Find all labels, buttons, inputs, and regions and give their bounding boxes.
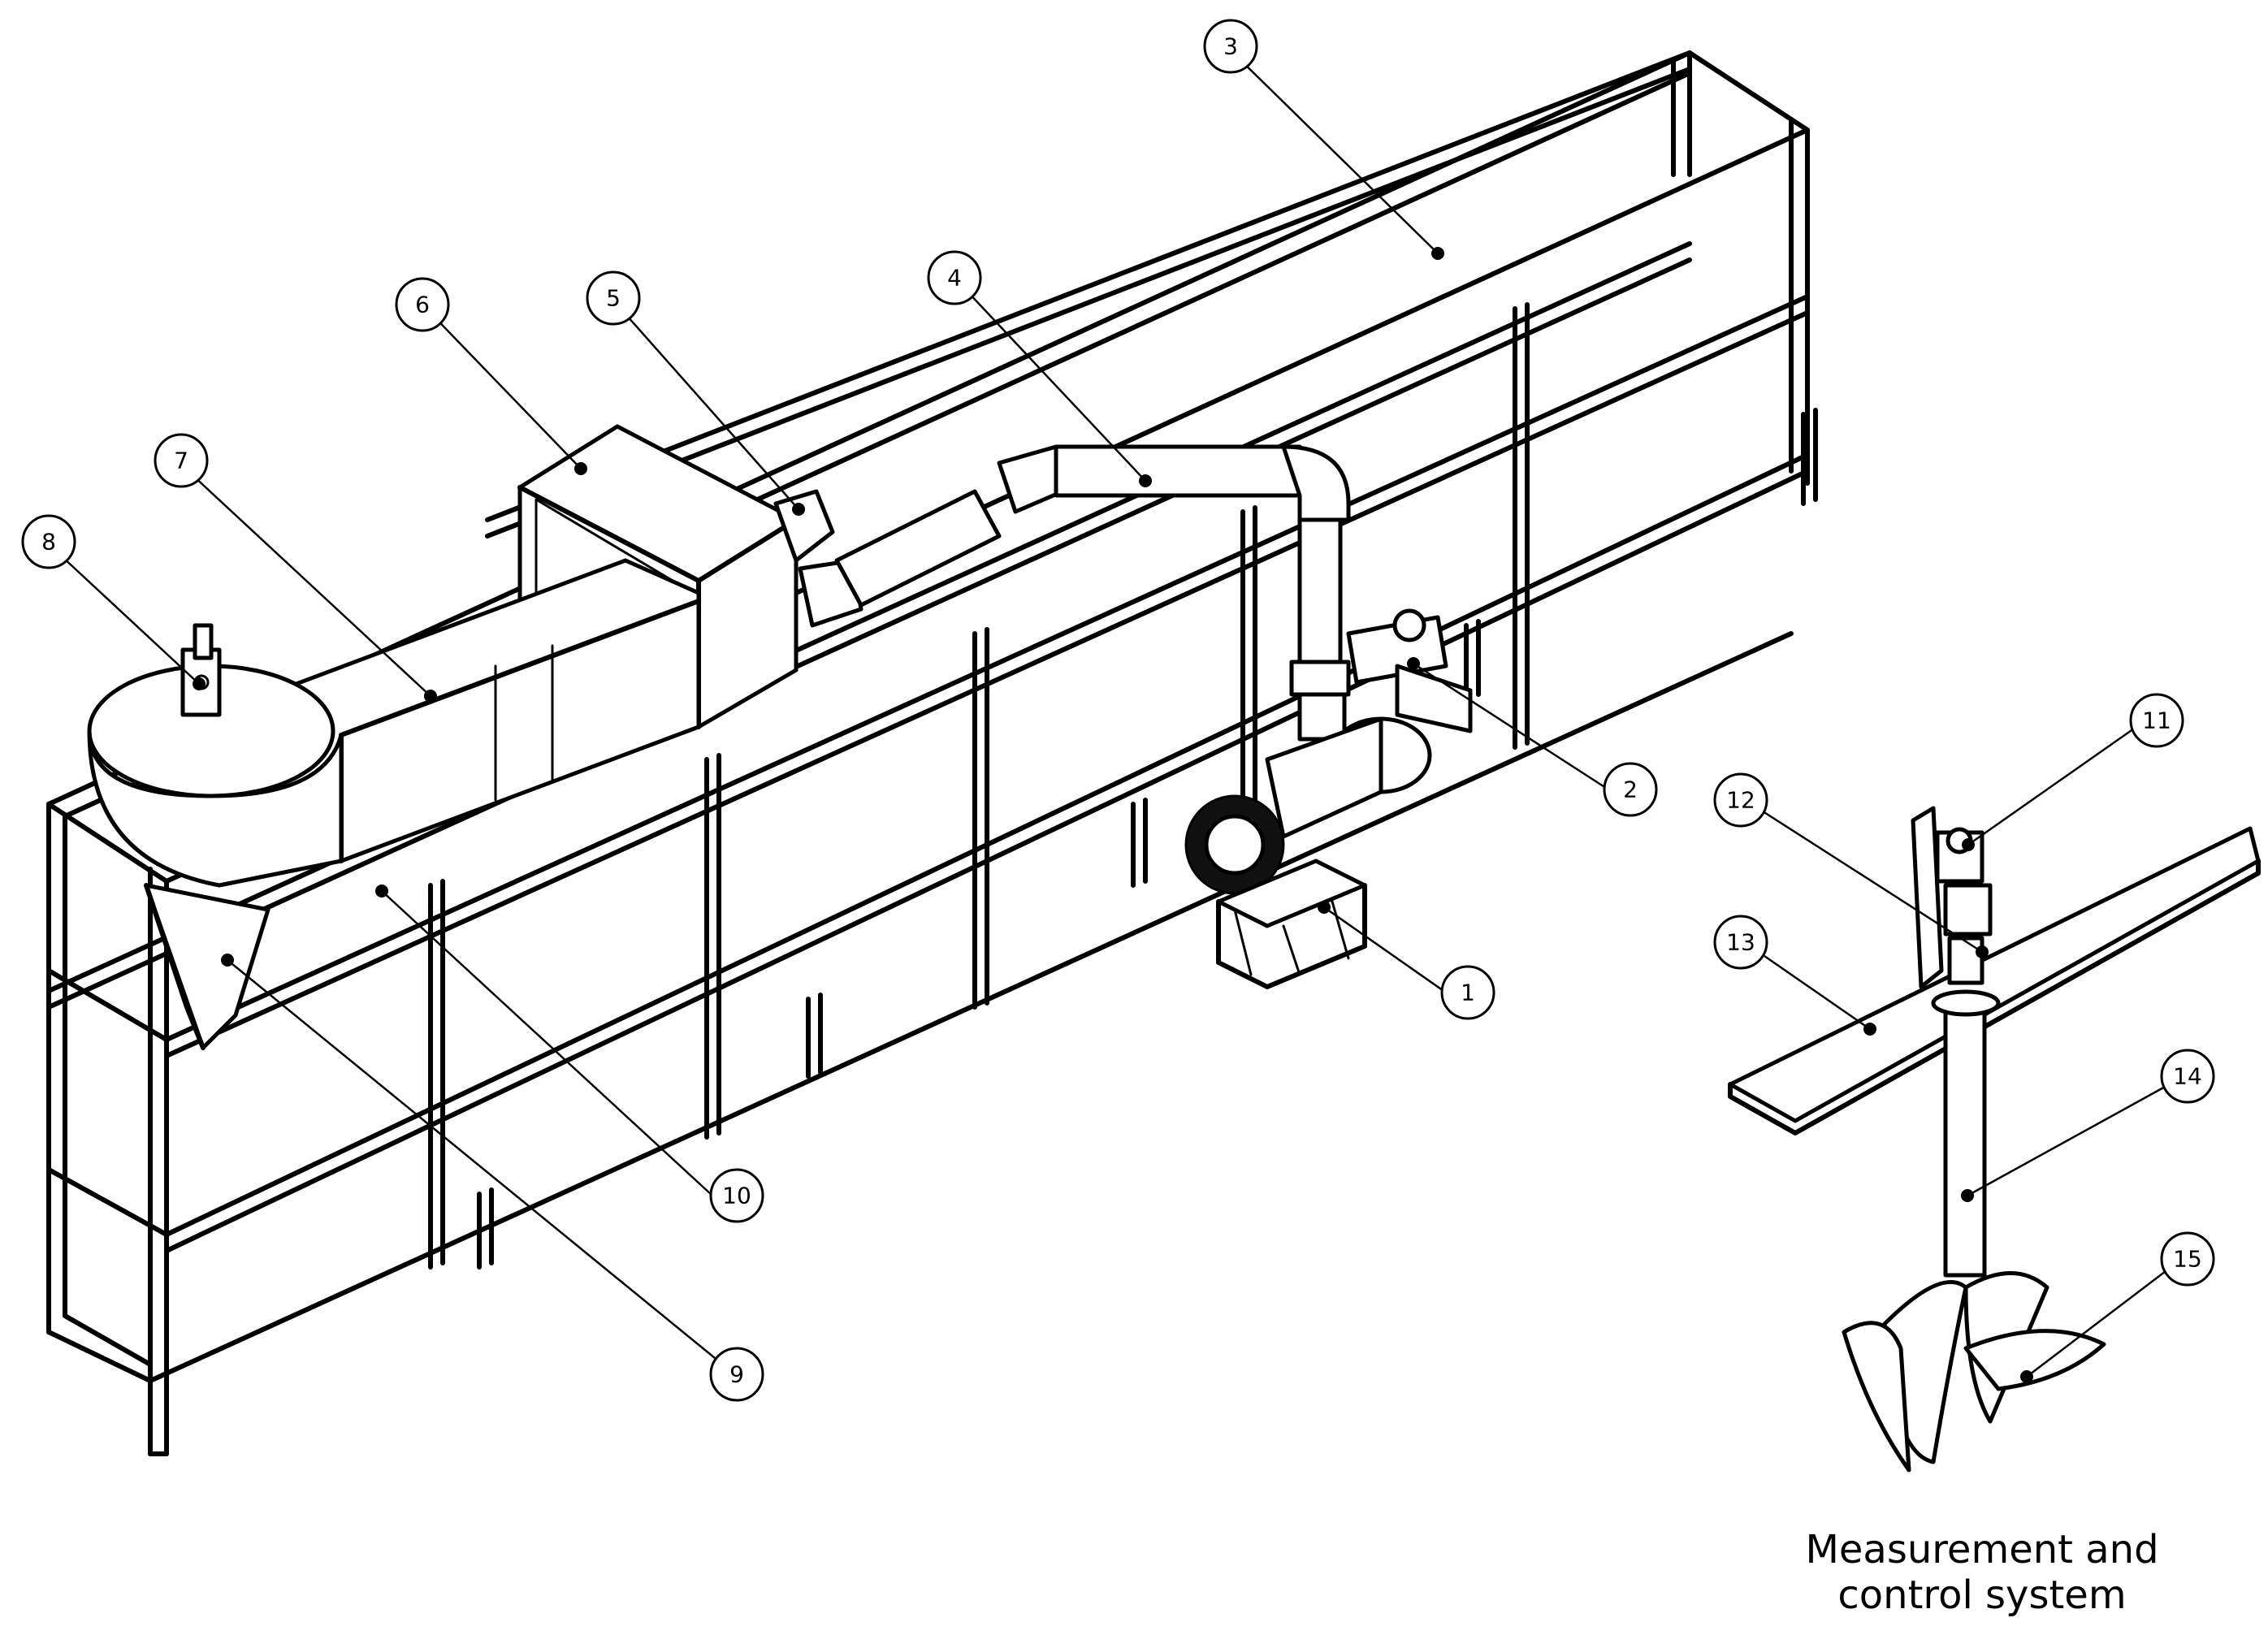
pipe-assembly <box>834 444 1473 742</box>
spiral-casing <box>87 623 344 1050</box>
callout-9: 9 <box>709 1347 764 1402</box>
callout-6-label: 6 <box>415 292 430 318</box>
callout-13: 13 <box>1713 915 1768 970</box>
callout-11-label: 11 <box>2142 707 2171 734</box>
callout-7: 7 <box>154 433 209 488</box>
callout-6: 6 <box>395 277 450 332</box>
callout-4: 4 <box>927 250 982 305</box>
callout-15-label: 15 <box>2173 1246 2202 1273</box>
callout-4-label: 4 <box>947 265 962 292</box>
callout-5-label: 5 <box>606 285 621 312</box>
callout-7-label: 7 <box>174 448 188 474</box>
callout-14: 14 <box>2160 1049 2215 1104</box>
callout-13-label: 13 <box>1726 929 1755 956</box>
pump-motor <box>1184 716 1432 989</box>
callout-12: 12 <box>1713 772 1768 828</box>
callout-15: 15 <box>2160 1231 2215 1287</box>
callout-2-label: 2 <box>1623 776 1638 803</box>
callout-5: 5 <box>586 270 641 326</box>
callout-2: 2 <box>1603 762 1658 817</box>
callout-10-label: 10 <box>722 1183 751 1209</box>
callout-3: 3 <box>1203 19 1258 74</box>
measurement-system <box>1728 806 2261 1473</box>
callout-14-label: 14 <box>2173 1063 2202 1090</box>
callout-11: 11 <box>2129 693 2184 748</box>
callout-12-label: 12 <box>1726 787 1755 814</box>
callout-9-label: 9 <box>729 1361 744 1388</box>
measurement-system-caption: Measurement and control system <box>1738 1527 2226 1618</box>
callout-8-label: 8 <box>41 529 56 556</box>
callout-3-label: 3 <box>1223 33 1238 60</box>
leader-lines <box>50 50 2170 1383</box>
callout-8: 8 <box>21 514 76 569</box>
callout-10: 10 <box>709 1168 764 1223</box>
caption-line-2: control system <box>1837 1572 2127 1618</box>
callout-1-label: 1 <box>1461 980 1475 1006</box>
callout-1: 1 <box>1440 965 1495 1020</box>
caption-line-1: Measurement and <box>1805 1527 2159 1572</box>
